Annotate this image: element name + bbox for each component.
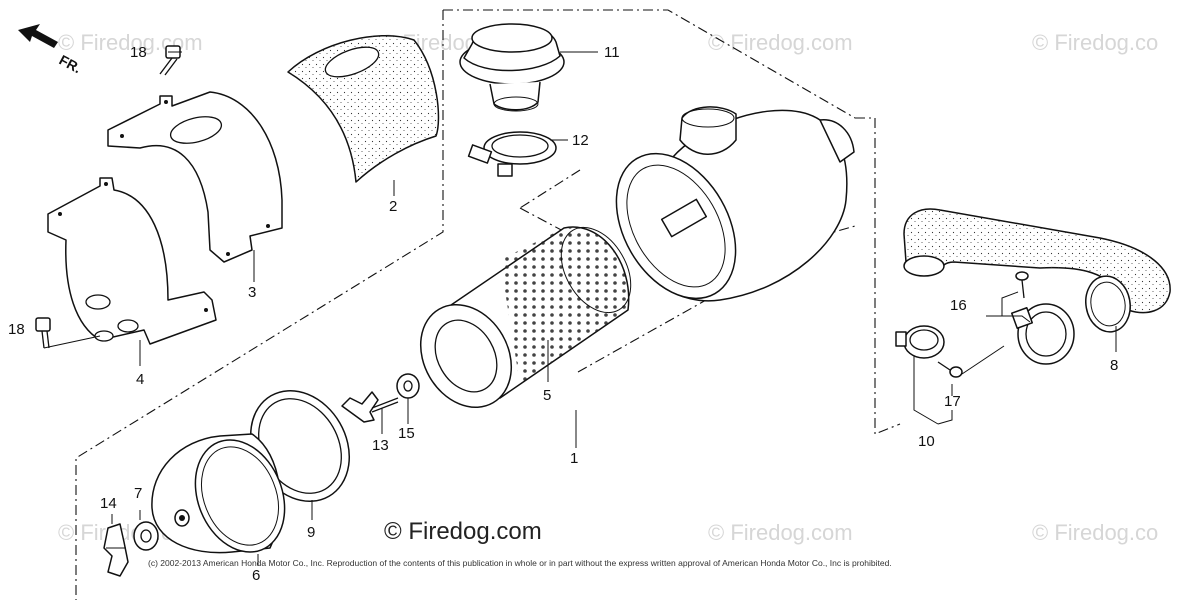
direction-label: FR.	[57, 52, 84, 77]
watermark-text: © Firedog.com	[708, 520, 853, 545]
part-labels: 1 2 3 4 5 6 7 8 9 10 11 12 13 14 15 16 1…	[8, 44, 1118, 584]
part-18-bolt-left	[35, 317, 51, 349]
part-label-16: 16	[950, 297, 967, 314]
firedog-watermark: © Firedog.com	[384, 518, 542, 545]
copyright-notice: (c) 2002-2013 American Honda Motor Co., …	[148, 558, 892, 568]
part-7-washer	[133, 521, 159, 551]
watermark-text: © Firedog.co	[1032, 30, 1158, 55]
part-10-clamp	[1010, 303, 1075, 365]
part-label-17: 17	[944, 393, 961, 410]
leader-lines	[43, 51, 1117, 566]
part-label-11: 11	[604, 44, 620, 61]
part-5-element	[419, 226, 632, 409]
part-label-6: 6	[252, 567, 260, 584]
watermark-text: © Firedog.co	[1032, 520, 1158, 545]
part-label-14: 14	[100, 495, 117, 512]
part-1-case	[615, 106, 855, 302]
part-label-18-top: 18	[130, 44, 147, 61]
part-label-5: 5	[543, 387, 551, 404]
part-17-screw	[937, 361, 963, 378]
part-13-wing-bolt	[341, 391, 399, 423]
part-label-9: 9	[307, 524, 315, 541]
assembly-outline	[75, 9, 901, 600]
part-label-4: 4	[136, 371, 144, 388]
part-label-12: 12	[572, 132, 589, 149]
part-6-cover	[151, 433, 286, 554]
part-8-hose	[903, 208, 1171, 333]
part-11-cap	[459, 23, 565, 112]
part-label-13: 13	[372, 437, 389, 454]
part-label-2: 2	[389, 198, 397, 215]
watermark-text: © Firedog.com	[708, 30, 853, 55]
part-3-bracket	[107, 91, 283, 263]
part-label-18-left: 18	[8, 321, 25, 338]
part-label-10: 10	[918, 433, 935, 450]
part-10-small-clamp	[895, 325, 945, 359]
part-14-wing-nut	[103, 523, 129, 577]
part-12-clamp	[467, 131, 557, 177]
part-4-bracket	[47, 177, 217, 345]
part-label-3: 3	[248, 284, 256, 301]
part-16-screw	[1015, 271, 1029, 299]
part-15-washer	[396, 373, 420, 399]
part-2-cover	[287, 34, 440, 183]
part-label-15: 15	[398, 425, 415, 442]
part-label-7: 7	[134, 485, 142, 502]
part-label-8: 8	[1110, 357, 1118, 374]
part-label-1: 1	[570, 450, 578, 467]
